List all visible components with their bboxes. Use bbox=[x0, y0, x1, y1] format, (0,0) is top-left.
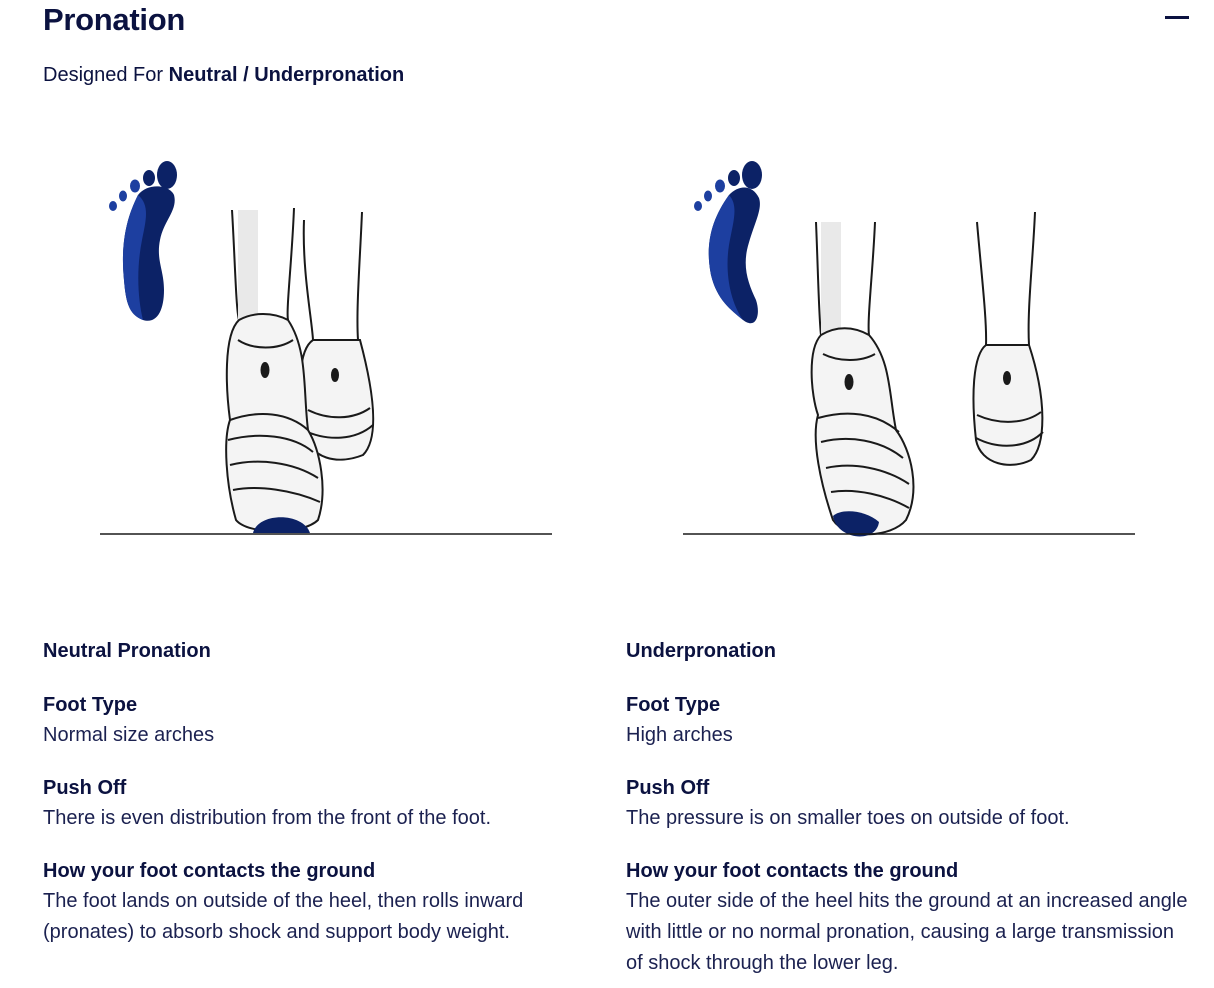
page-title: Pronation bbox=[43, 2, 185, 37]
push-off-block: Push Off The pressure is on smaller toes… bbox=[626, 773, 1196, 834]
designed-for-label: Designed For bbox=[43, 64, 164, 86]
section-header: Pronation bbox=[43, 0, 1193, 44]
foot-type-heading: Foot Type bbox=[626, 694, 721, 716]
column-title: Neutral Pronation bbox=[43, 640, 211, 662]
ground-contact-heading: How your foot contacts the ground bbox=[43, 860, 376, 882]
leg-front bbox=[225, 207, 324, 533]
footprint-icon bbox=[109, 161, 177, 321]
heel-contact-highlight bbox=[253, 517, 310, 533]
push-off-text: The pressure is on smaller toes on outsi… bbox=[626, 807, 1070, 829]
footprint-icon bbox=[694, 161, 762, 324]
foot-type-text: Normal size arches bbox=[43, 724, 215, 746]
ground-contact-text: The foot lands on outside of the heel, t… bbox=[43, 890, 524, 943]
minus-icon bbox=[1165, 16, 1189, 19]
foot-type-heading: Foot Type bbox=[43, 694, 138, 716]
leg-back bbox=[299, 211, 375, 461]
designed-for-value: Neutral / Underpronation bbox=[168, 64, 405, 86]
neutral-pronation-illustration bbox=[100, 161, 552, 535]
leg-front bbox=[810, 221, 915, 536]
foot-type-text: High arches bbox=[626, 724, 733, 746]
underpronation-illustration bbox=[683, 161, 1135, 537]
push-off-block: Push Off There is even distribution from… bbox=[43, 773, 613, 834]
leg-back bbox=[972, 211, 1044, 466]
foot-type-block: Foot Type Normal size arches bbox=[43, 690, 613, 751]
push-off-heading: Push Off bbox=[43, 777, 127, 799]
collapse-button[interactable] bbox=[1163, 8, 1193, 28]
heel-contact-highlight bbox=[833, 511, 879, 537]
ground-contact-block: How your foot contacts the ground The ou… bbox=[626, 856, 1196, 979]
column-title: Underpronation bbox=[626, 640, 776, 662]
foot-type-block: Foot Type High arches bbox=[626, 690, 1196, 751]
push-off-heading: Push Off bbox=[626, 777, 710, 799]
designed-for: Designed For Neutral / Underpronation bbox=[43, 64, 404, 87]
ground-contact-text: The outer side of the heel hits the grou… bbox=[626, 890, 1188, 974]
ground-contact-heading: How your foot contacts the ground bbox=[626, 860, 959, 882]
ground-contact-block: How your foot contacts the ground The fo… bbox=[43, 856, 613, 948]
push-off-text: There is even distribution from the fron… bbox=[43, 807, 492, 829]
